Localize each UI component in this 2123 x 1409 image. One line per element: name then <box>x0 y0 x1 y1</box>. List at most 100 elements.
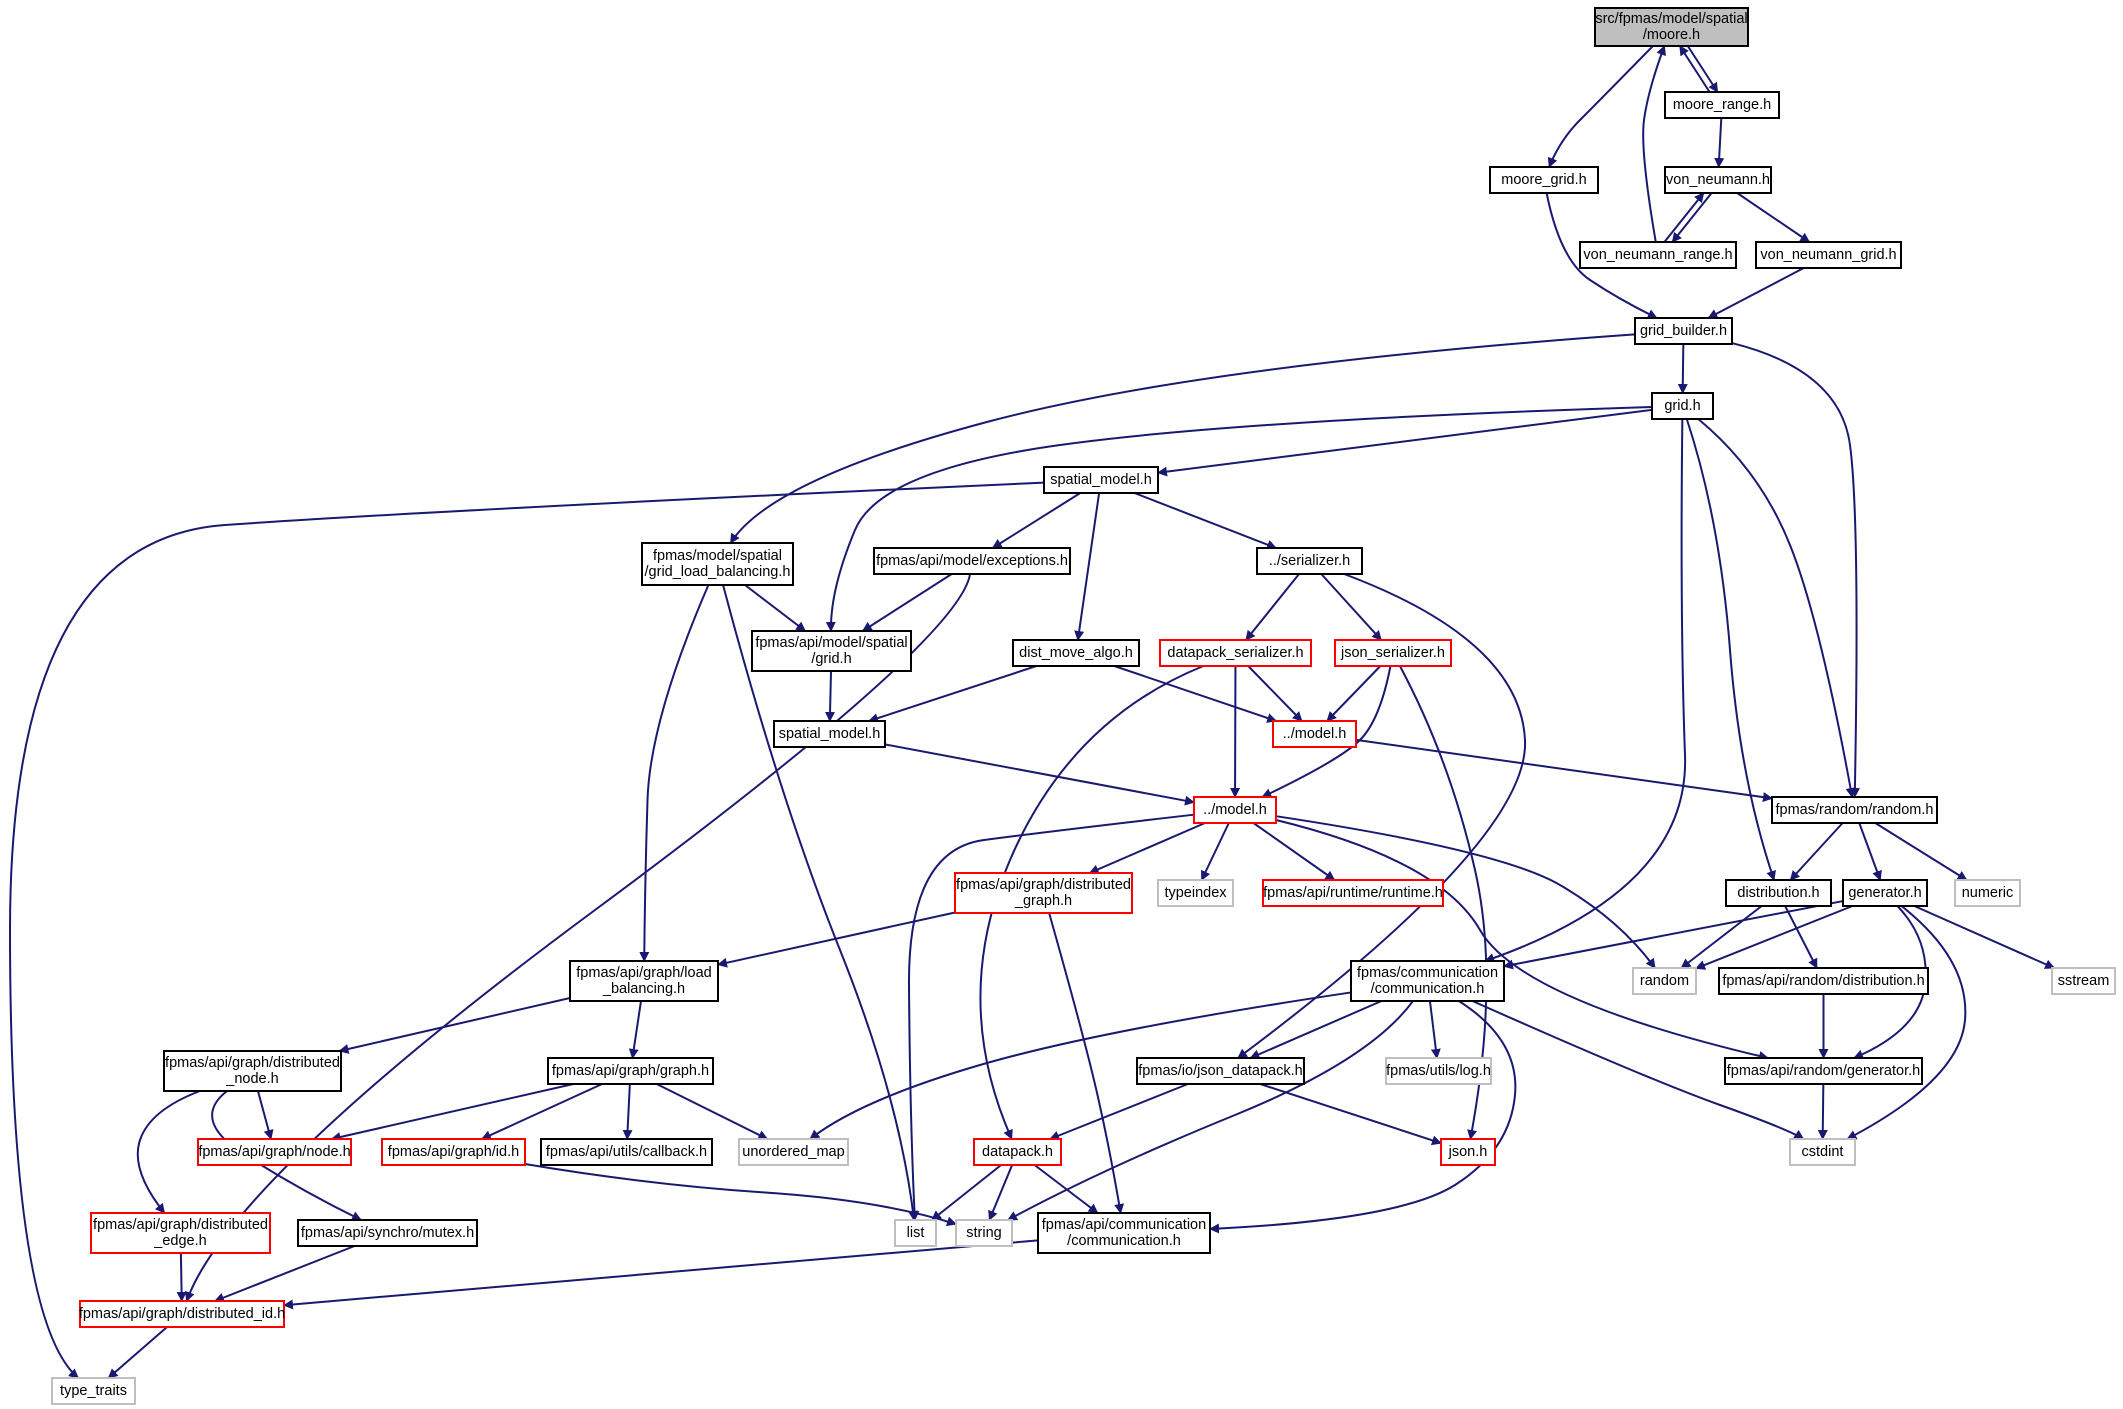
nodes-layer: src/fpmas/model/spatial/moore.h moore_ran… <box>51 7 2116 1405</box>
edge-grid-builder-to-random-h <box>1731 342 1860 798</box>
node-box <box>1012 639 1140 667</box>
node-moore-range[interactable]: moore_range.h <box>1664 91 1780 119</box>
node-label: fpmas/random/random.h <box>1776 802 1934 818</box>
node-label: random <box>1640 973 1689 989</box>
edge-datapack-serializer-to-model-h-dotdot <box>1247 665 1303 722</box>
node-box <box>51 1377 136 1405</box>
node-moore[interactable]: src/fpmas/model/spatial/moore.h <box>1594 7 1749 47</box>
node-log-h: fpmas/utils/log.h <box>1385 1057 1492 1085</box>
node-generator[interactable]: generator.h <box>1842 879 1928 907</box>
node-label: fpmas/api/graph/distributed <box>165 1055 340 1071</box>
edge-generator-to-cstdint <box>1846 905 1967 1140</box>
edges-layer <box>8 45 2056 1379</box>
node-box <box>1157 879 1234 907</box>
node-box <box>1594 7 1749 47</box>
edge-grid-to-api-spatial-grid <box>825 405 1653 632</box>
node-api-spatial-grid[interactable]: fpmas/api/model/spatial/grid.h <box>751 630 912 672</box>
node-box <box>2051 967 2116 995</box>
node-label: fpmas/api/runtime/runtime.h <box>1263 885 1443 901</box>
node-callback[interactable]: fpmas/api/utils/callback.h <box>540 1138 713 1166</box>
node-serializer[interactable]: ../serializer.h <box>1256 547 1363 575</box>
node-von-neumann[interactable]: von_neumann.h <box>1664 166 1772 194</box>
node-string: string <box>955 1219 1013 1247</box>
edge-random-h-to-generator <box>1858 822 1882 881</box>
edge-moore-to-moore-grid <box>1547 45 1654 168</box>
edge-von-neumann-range-to-moore <box>1642 45 1666 243</box>
node-model-h-dotdot[interactable]: ../model.h <box>1272 720 1357 748</box>
node-label: /moore.h <box>1643 27 1700 43</box>
node-datapack[interactable]: datapack.h <box>973 1138 1062 1166</box>
node-label: distribution.h <box>1737 885 1819 901</box>
node-label: _edge.h <box>153 1233 206 1249</box>
node-dist-move-algo[interactable]: dist_move_algo.h <box>1012 639 1140 667</box>
node-json-h[interactable]: json.h <box>1440 1138 1496 1166</box>
node-distributed-graph[interactable]: fpmas/api/graph/distributed_graph.h <box>954 872 1133 914</box>
node-node-h[interactable]: fpmas/api/graph/node.h <box>197 1138 352 1166</box>
node-api-random-distribution[interactable]: fpmas/api/random/distribution.h <box>1718 967 1929 995</box>
node-runtime[interactable]: fpmas/api/runtime/runtime.h <box>1262 879 1444 907</box>
node-distributed-node[interactable]: fpmas/api/graph/distributed_node.h <box>163 1050 342 1092</box>
node-id-h[interactable]: fpmas/api/graph/id.h <box>381 1138 526 1166</box>
node-spatial-model-bottom[interactable]: spatial_model.h <box>773 720 886 748</box>
edge-serializer-to-json-datapack <box>1237 573 1527 1059</box>
node-json-serializer[interactable]: json_serializer.h <box>1334 639 1452 667</box>
node-distribution[interactable]: distribution.h <box>1725 879 1832 907</box>
edge-grid-to-distribution <box>1685 418 1776 881</box>
node-api-communication[interactable]: fpmas/api/communication/communication.h <box>1037 1212 1211 1254</box>
node-box <box>1579 241 1737 269</box>
node-distributed-edge[interactable]: fpmas/api/graph/distributed_edge.h <box>90 1212 271 1254</box>
edge-distributed-id-to-type-traits <box>107 1326 168 1379</box>
node-random-std: random <box>1632 967 1697 995</box>
node-communication[interactable]: fpmas/communication/communication.h <box>1350 960 1505 1002</box>
node-box <box>79 1300 285 1328</box>
node-label: fpmas/api/graph/distributed <box>93 1217 268 1233</box>
node-distributed-id[interactable]: fpmas/api/graph/distributed_id.h <box>79 1300 285 1328</box>
node-graph-h[interactable]: fpmas/api/graph/graph.h <box>547 1057 714 1085</box>
node-label: fpmas/model/spatial <box>653 548 782 564</box>
node-grid-builder[interactable]: grid_builder.h <box>1634 317 1733 345</box>
edge-von-neumann-to-von-neumann-range <box>1671 192 1713 243</box>
node-box <box>1634 317 1733 345</box>
node-load-balancing[interactable]: fpmas/api/graph/load_balancing.h <box>569 960 719 1002</box>
node-datapack-serializer[interactable]: datapack_serializer.h <box>1159 639 1312 667</box>
edge-random-h-to-distribution <box>1789 822 1844 881</box>
node-label: datapack_serializer.h <box>1167 645 1303 661</box>
node-grid[interactable]: grid.h <box>1651 392 1714 420</box>
node-box <box>973 1138 1062 1166</box>
node-spatial-model-top[interactable]: spatial_model.h <box>1043 466 1159 494</box>
node-box <box>1789 1138 1856 1166</box>
edge-grid-load-balancing-to-api-spatial-grid <box>744 584 807 632</box>
node-box <box>738 1138 849 1166</box>
node-grid-load-balancing[interactable]: fpmas/model/spatial/grid_load_balancing.… <box>641 542 794 586</box>
edge-spatial-model-top-to-dist-move-algo <box>1074 492 1101 641</box>
node-model-h[interactable]: ../model.h <box>1193 796 1277 824</box>
node-exceptions[interactable]: fpmas/api/model/exceptions.h <box>873 547 1071 575</box>
edge-moore-range-to-moore <box>1678 45 1711 93</box>
node-box <box>1272 720 1357 748</box>
node-json-datapack[interactable]: fpmas/io/json_datapack.h <box>1136 1057 1305 1085</box>
node-api-random-generator[interactable]: fpmas/api/random/generator.h <box>1724 1057 1923 1085</box>
node-random-h[interactable]: fpmas/random/random.h <box>1771 796 1938 824</box>
edge-serializer-to-datapack-serializer <box>1245 573 1300 641</box>
node-label: moore_range.h <box>1673 97 1771 113</box>
edge-generator-to-random-std <box>1695 905 1853 970</box>
node-label: list <box>907 1225 925 1241</box>
node-moore-grid[interactable]: moore_grid.h <box>1489 166 1599 194</box>
node-box <box>773 720 886 748</box>
edge-dist-move-algo-to-spatial-model-bottom <box>868 665 1037 723</box>
edge-grid-to-spatial-model-top <box>1157 408 1653 477</box>
node-label: fpmas/api/graph/graph.h <box>552 1063 709 1079</box>
edge-grid-load-balancing-to-load-balancing <box>639 584 710 962</box>
node-label: json_serializer.h <box>1340 645 1445 661</box>
node-label: generator.h <box>1848 885 1921 901</box>
node-mutex[interactable]: fpmas/api/synchro/mutex.h <box>297 1219 478 1247</box>
node-unordered-map: unordered_map <box>738 1138 849 1166</box>
node-von-neumann-grid[interactable]: von_neumann_grid.h <box>1755 241 1902 269</box>
node-label: ../model.h <box>1283 726 1347 742</box>
node-von-neumann-range[interactable]: von_neumann_range.h <box>1579 241 1737 269</box>
edge-von-neumann-to-von-neumann-grid <box>1736 192 1811 243</box>
edge-api-spatial-grid-to-spatial-model-bottom <box>825 670 836 722</box>
edge-spatial-model-bottom-to-model-h <box>884 743 1195 806</box>
edge-communication-to-cstdint <box>1472 1000 1805 1140</box>
